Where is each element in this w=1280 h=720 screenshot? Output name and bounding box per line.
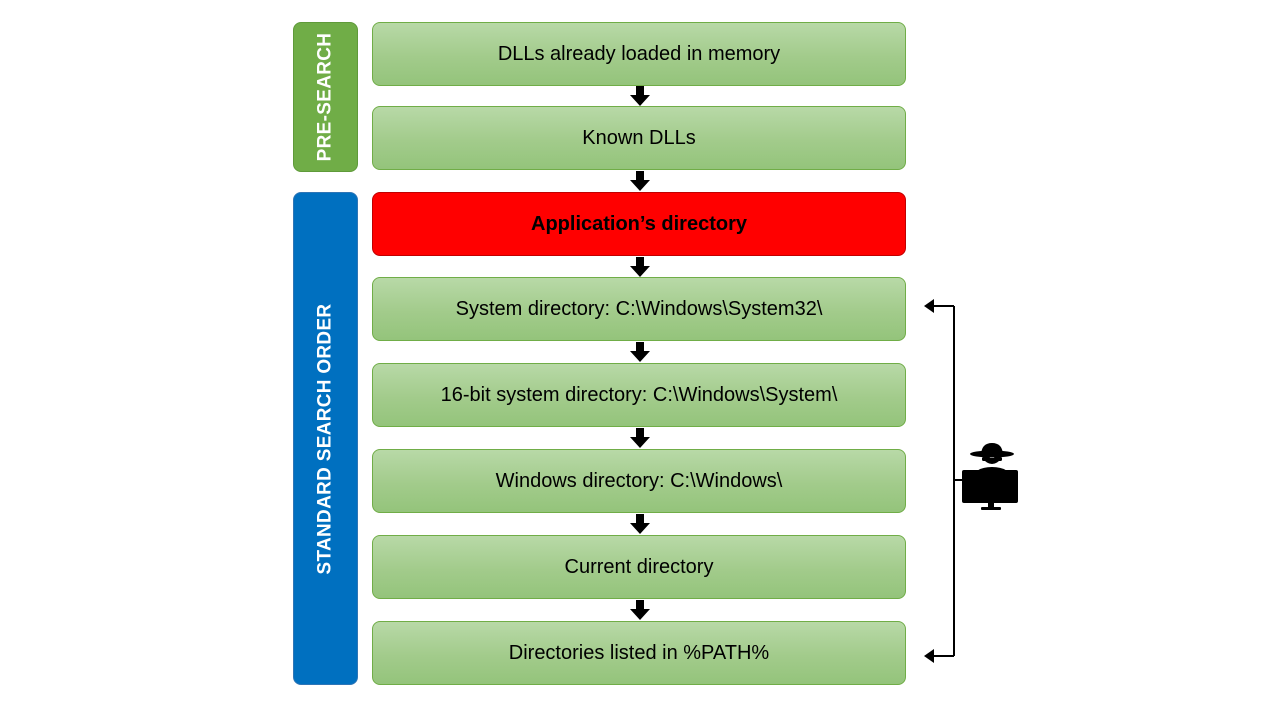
pre-search-label: PRE-SEARCH	[314, 32, 336, 162]
standard-search-order-panel: STANDARD SEARCH ORDER	[293, 192, 358, 685]
step-application-directory: Application’s directory	[372, 192, 906, 256]
pre-search-panel: PRE-SEARCH	[293, 22, 358, 172]
left-arrow-icon	[924, 299, 934, 313]
standard-search-order-label: STANDARD SEARCH ORDER	[314, 303, 336, 574]
step-known-dlls: Known DLLs	[372, 106, 906, 170]
left-arrow-icon	[924, 649, 934, 663]
replacement-bracket	[924, 299, 962, 663]
down-arrow-icon	[630, 428, 650, 448]
step-loaded-in-memory: DLLs already loaded in memory	[372, 22, 906, 86]
down-arrow-icon	[630, 257, 650, 277]
down-arrow-icon	[630, 514, 650, 534]
down-arrow-icon	[630, 171, 650, 191]
down-arrow-icon	[630, 86, 650, 106]
step-windows-directory: Windows directory: C:\Windows\	[372, 449, 906, 513]
down-arrow-icon	[630, 600, 650, 620]
step-path-directories: Directories listed in %PATH%	[372, 621, 906, 685]
step-16bit-system-directory: 16-bit system directory: C:\Windows\Syst…	[372, 363, 906, 427]
step-current-directory: Current directory	[372, 535, 906, 599]
step-system-directory: System directory: C:\Windows\System32\	[372, 277, 906, 341]
hacker-icon	[962, 443, 1018, 510]
down-arrow-icon	[630, 342, 650, 362]
